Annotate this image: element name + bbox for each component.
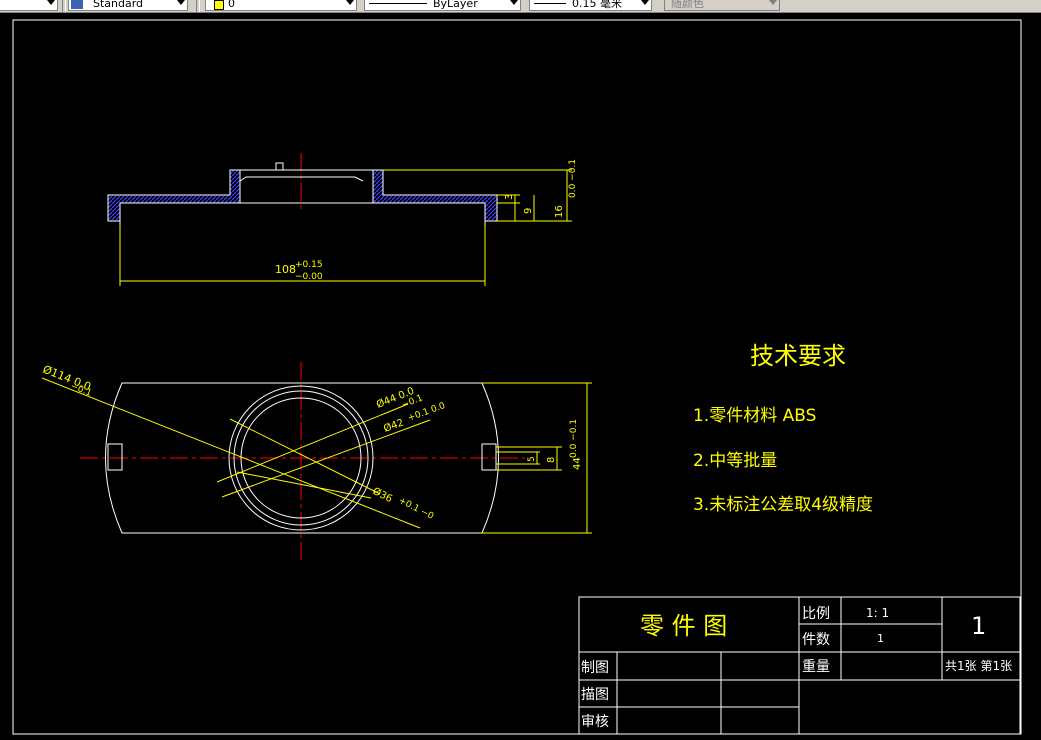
linetype-sample-icon <box>369 3 427 4</box>
dim-dia36-tol: +0.1 −0 <box>397 496 436 522</box>
section-inner-edge <box>239 176 364 182</box>
drawing-border <box>12 19 1022 735</box>
plan-slot-right <box>481 443 497 471</box>
sheet-count: 共1张 第1张 <box>945 659 1012 673</box>
section-view <box>107 153 498 226</box>
linetype-dropdown[interactable]: ByLayer <box>364 0 521 11</box>
dim-5: 5 <box>527 456 537 462</box>
plan-circle-44 <box>228 385 374 531</box>
drawing-number: 1 <box>971 612 986 640</box>
title-block-name: 零 件 图 <box>640 612 727 640</box>
properties-toolbar: Standard 0 ByLayer 0.15 毫米 随颜色 <box>0 0 1041 13</box>
linetype-value: ByLayer <box>433 0 478 10</box>
weight-label: 重量 <box>802 659 830 675</box>
dim-16-tol: 0.0 −0.1 <box>568 159 578 198</box>
plan-circle-42 <box>233 390 369 526</box>
plan-dimensions <box>41 377 592 534</box>
tech-item-2: 2.中等批量 <box>693 451 777 471</box>
qty-value: 1 <box>877 632 884 645</box>
plan-slot-left <box>107 443 123 471</box>
dim-44: 44 <box>572 457 583 470</box>
text-style-dropdown[interactable]: Standard <box>68 0 188 11</box>
title-block <box>578 596 1021 735</box>
layer-value: 0 <box>228 0 235 10</box>
dim-108: 108 <box>275 263 296 276</box>
lineweight-dropdown[interactable]: 0.15 毫米 <box>529 0 652 11</box>
lineweight-sample-icon <box>534 3 566 4</box>
traced-label: 描图 <box>581 687 609 703</box>
tech-item-1: 1.零件材料 ABS <box>693 406 816 426</box>
dropdown-prev[interactable] <box>0 0 58 11</box>
dim-8: 8 <box>546 457 557 463</box>
qty-label: 件数 <box>802 632 830 648</box>
section-hatch-left <box>107 169 241 222</box>
plotstyle-value: 随颜色 <box>671 0 704 10</box>
section-tab <box>275 162 284 171</box>
scale-label: 比例 <box>802 606 830 622</box>
tech-item-3: 3.未标注公差取4级精度 <box>693 495 873 515</box>
drawn-label: 制图 <box>581 660 609 676</box>
dim-108-lower: −0.00 <box>295 272 323 282</box>
section-hatch-right <box>372 169 498 222</box>
plan-view <box>80 362 525 562</box>
dim-44-tol: 0.0 −0.1 <box>569 419 579 458</box>
plan-circle-36 <box>240 397 362 519</box>
dim-16: 16 <box>554 205 565 218</box>
section-dimensions <box>119 169 572 286</box>
plotstyle-dropdown[interactable]: 随颜色 <box>664 0 780 11</box>
checked-label: 审核 <box>581 714 609 730</box>
dim-dia36: Ø36 <box>371 485 395 505</box>
dim-108-upper: +0.15 <box>295 260 323 270</box>
dim-dia42: Ø42 <box>382 416 405 434</box>
drawing-canvas[interactable]: 108 +0.15 −0.00 3 9 16 0.0 −0.1 Ø114 0.0… <box>0 13 1041 740</box>
lineweight-value: 0.15 毫米 <box>572 0 622 10</box>
scale-value: 1: 1 <box>866 606 889 620</box>
layer-dropdown[interactable]: 0 <box>205 0 357 11</box>
text-style-icon <box>71 0 83 9</box>
dim-9: 9 <box>523 208 534 214</box>
dim-3: 3 <box>504 194 515 200</box>
tech-requirements-title: 技术要求 <box>750 342 846 370</box>
layer-color-icon <box>214 0 224 10</box>
text-style-value: Standard <box>93 0 144 10</box>
